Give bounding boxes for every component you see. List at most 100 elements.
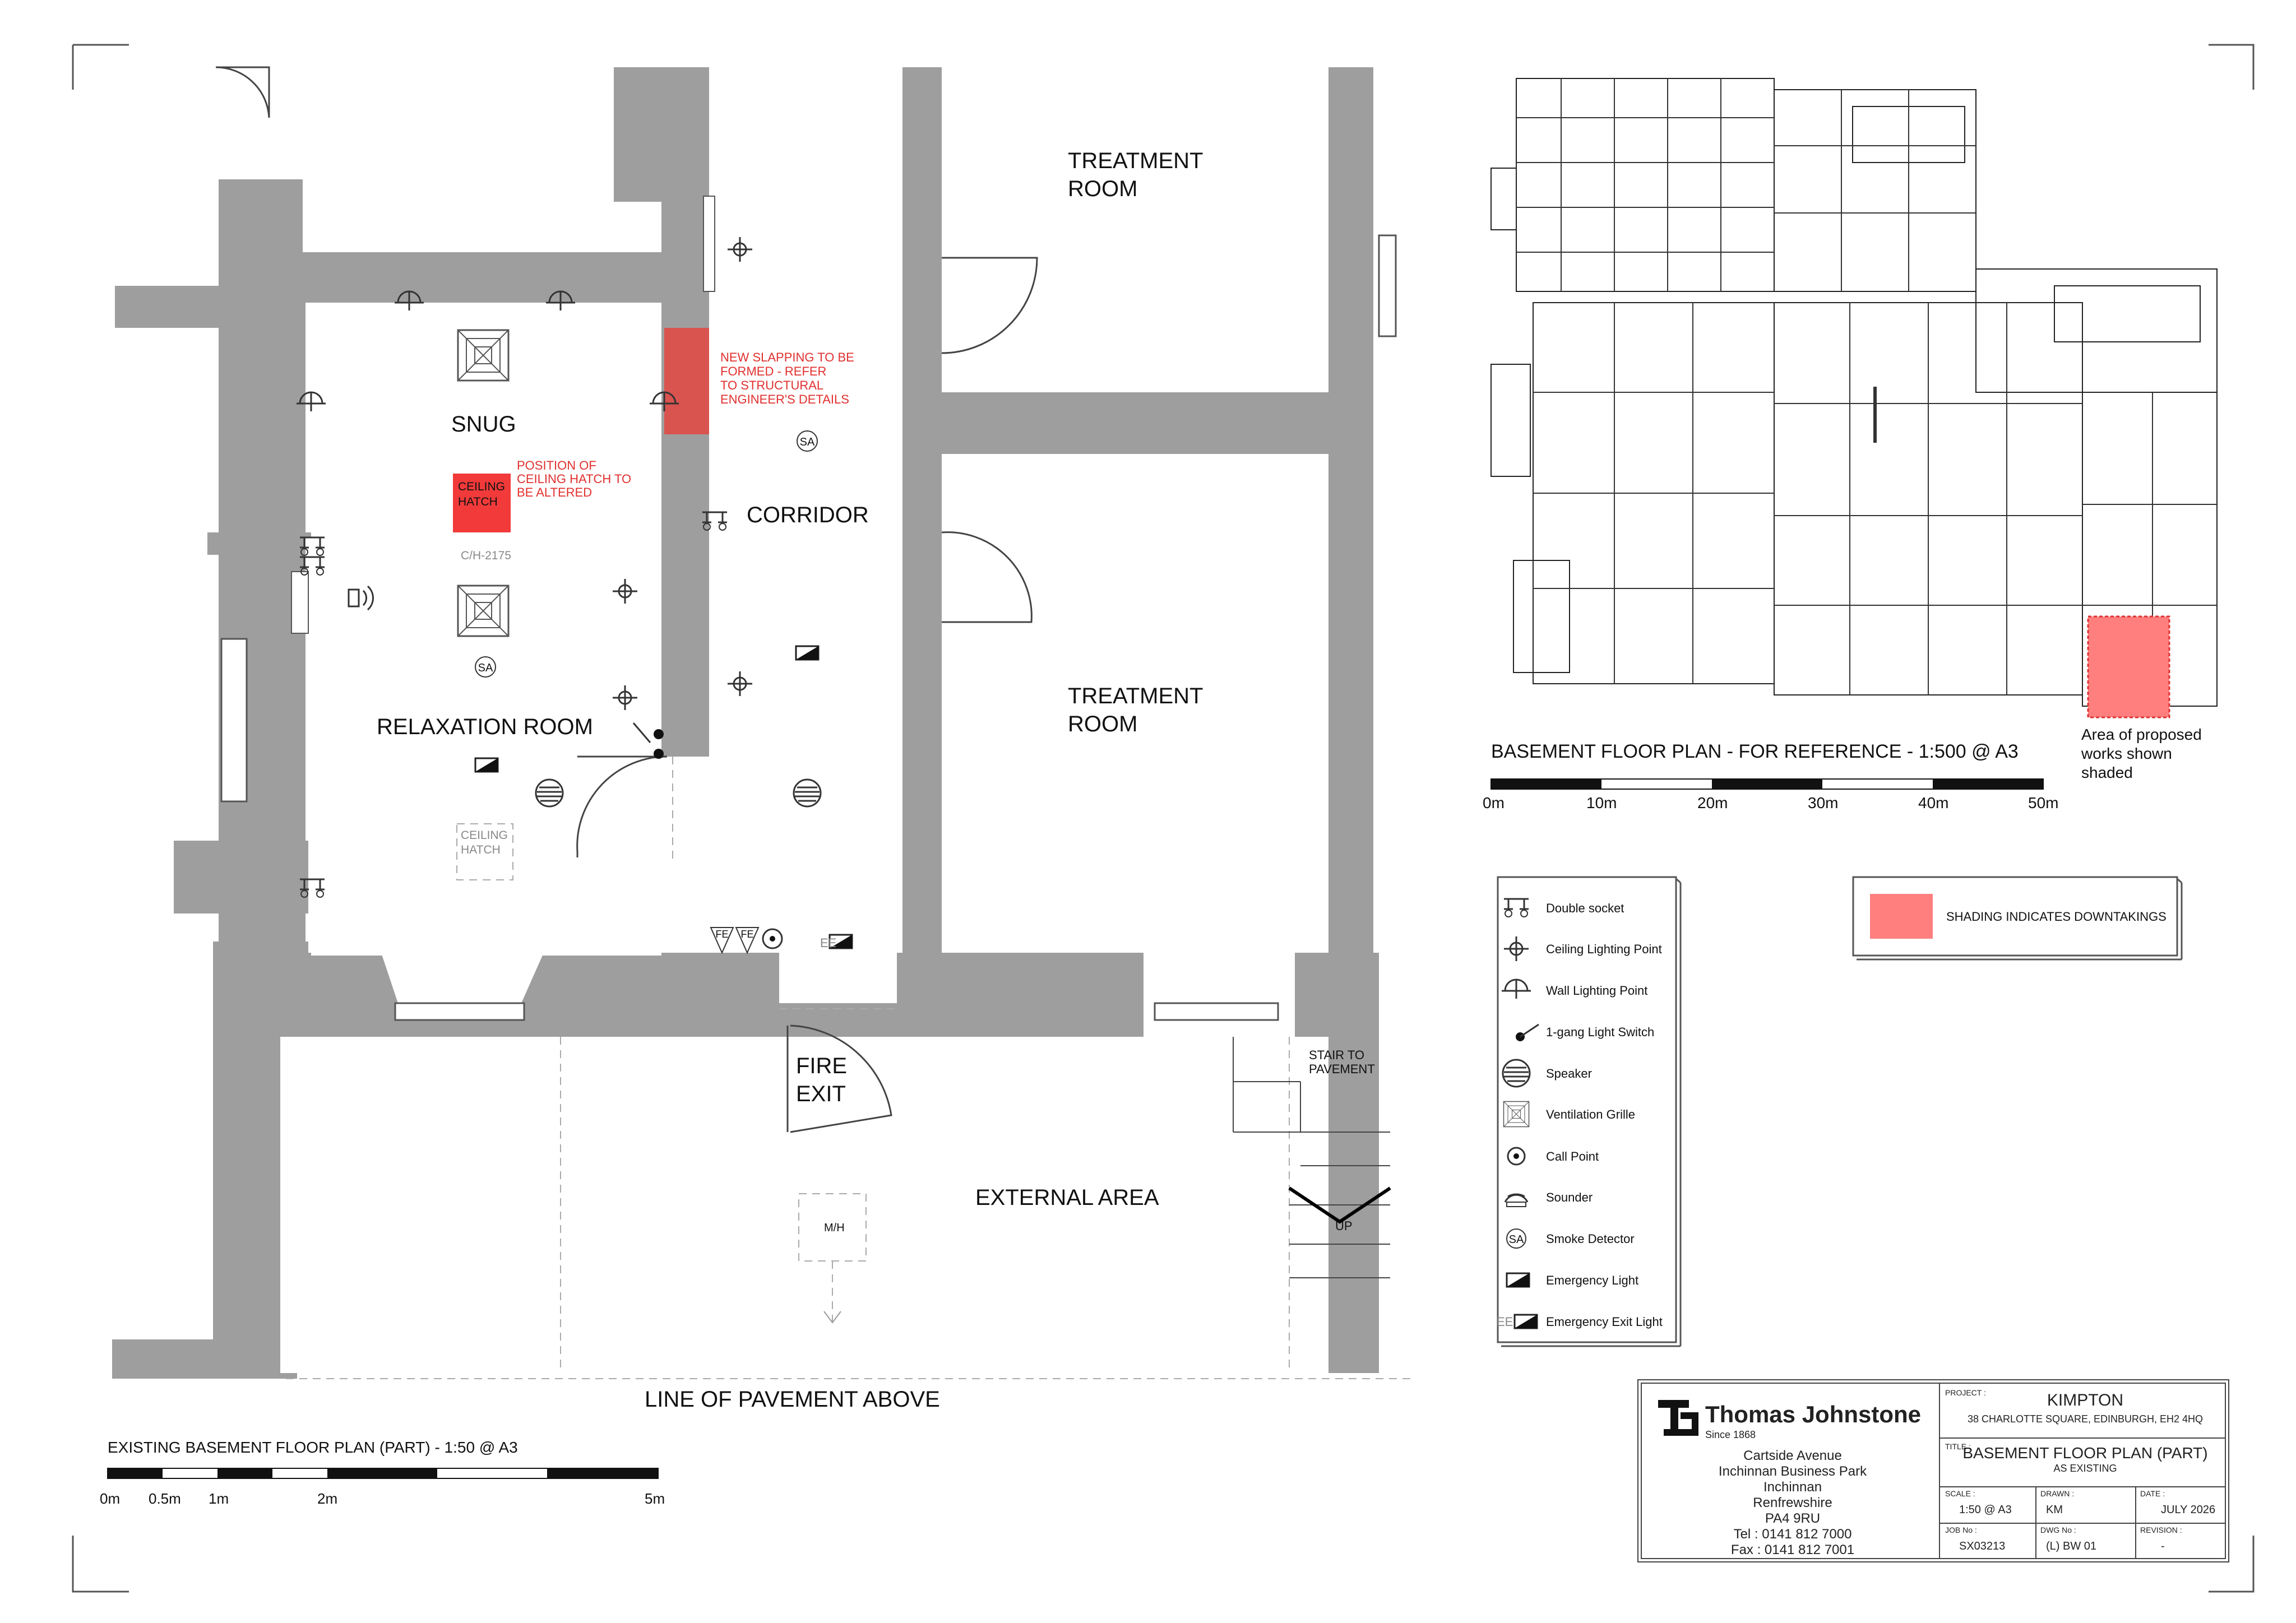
- legend-label-3: 1-gang Light Switch: [1546, 1025, 1654, 1039]
- legend-ee-prefix: EE: [1497, 1315, 1513, 1329]
- stair-up: UP: [1335, 1219, 1353, 1233]
- light-switch-icon: [632, 722, 664, 759]
- smoke-detector-icon-relax: [475, 656, 496, 678]
- drain-arrow-icon: [823, 1311, 841, 1324]
- downtaking-area: [2087, 615, 2170, 718]
- window-relax: [291, 571, 309, 634]
- slapping-line3: TO STRUCTURAL: [720, 378, 823, 392]
- main-scale-0: 0m: [100, 1490, 120, 1507]
- hatch-red-line1: CEILING: [458, 480, 505, 493]
- main-plan-title: EXISTING BASEMENT FLOOR PLAN (PART) - 1:…: [108, 1439, 518, 1456]
- address-line-4: PA4 9RU: [1765, 1511, 1820, 1526]
- job-value: SX03213: [1959, 1540, 2005, 1552]
- ref-scale-20: 20m: [1697, 794, 1728, 812]
- fe-label-1: FE: [715, 929, 728, 940]
- fire-extinguisher-icon: [710, 927, 760, 954]
- window-east: [1378, 234, 1397, 337]
- light-switch-icon: [1516, 1023, 1539, 1041]
- hatch-grey-line1: CEILING: [461, 829, 508, 842]
- hatch-position-note: POSITION OF CEILING HATCH TO BE ALTERED: [517, 458, 631, 499]
- room-treatment-1-line2: ROOM: [1068, 177, 1137, 201]
- address-line-5: Tel : 0141 812 7000: [1734, 1527, 1852, 1542]
- stair: [1233, 1037, 1391, 1278]
- main-scale-05: 0.5m: [149, 1490, 181, 1507]
- ee-label-plan: EE: [820, 936, 836, 950]
- dwg-value: (L) BW 01: [2046, 1540, 2096, 1552]
- room-snug: SNUG: [451, 412, 516, 437]
- area-note-line3: shaded: [2081, 764, 2133, 781]
- company-logo-icon: [1658, 1400, 1698, 1436]
- shading-key: [1852, 876, 2183, 961]
- stair-line2: PAVEMENT: [1309, 1062, 1375, 1076]
- main-scale-2: 2m: [317, 1490, 337, 1507]
- ref-scale-50: 50m: [2028, 794, 2058, 812]
- window-corridor: [703, 196, 715, 292]
- drawing-title: BASEMENT FLOOR PLAN (PART): [1962, 1444, 2207, 1462]
- bay-windows: [381, 953, 1295, 1021]
- reference-plan-title: BASEMENT FLOOR PLAN - FOR REFERENCE - 1:…: [1491, 741, 2019, 762]
- legend-sa-label: SA: [1509, 1234, 1524, 1246]
- legend-label-8: Smoke Detector: [1546, 1232, 1635, 1246]
- corner-mark-bl: [72, 1536, 129, 1593]
- stair-line1: STAIR TO: [1309, 1048, 1364, 1062]
- date-value: JULY 2026: [2161, 1504, 2215, 1516]
- hatch-grey-line2: HATCH: [461, 843, 501, 856]
- sa-label-corridor: SA: [800, 436, 815, 448]
- legend-label-1: Ceiling Lighting Point: [1546, 942, 1662, 956]
- smoke-detector-icon-corridor: [797, 430, 818, 452]
- fire-exit-line2: EXIT: [796, 1082, 846, 1106]
- shading-key-label: SHADING INDICATES DOWNTAKINGS: [1946, 910, 2167, 924]
- legend-label-2: Wall Lighting Point: [1546, 984, 1647, 998]
- revision-value: -: [2161, 1540, 2165, 1552]
- address-line-2: Inchinnan: [1763, 1480, 1822, 1495]
- hatch-pos-line1: POSITION OF: [517, 458, 596, 472]
- call-point-icon: [1507, 1147, 1526, 1166]
- slapping-note: NEW SLAPPING TO BE FORMED - REFER TO STR…: [720, 350, 854, 406]
- job-label: JOB No :: [1945, 1525, 1977, 1534]
- scale-value: 1:50 @ A3: [1959, 1504, 2012, 1516]
- new-slapping: [664, 328, 709, 434]
- main-plan-walls: [112, 67, 1379, 1379]
- hatch-pos-line3: BE ALTERED: [517, 485, 592, 499]
- address-line-3: Renfrewshire: [1753, 1495, 1832, 1510]
- room-corridor: CORRIDOR: [747, 503, 869, 527]
- sounder-icon: [348, 585, 374, 611]
- sounder-icon: [1504, 1193, 1529, 1207]
- title-label: TITLE :: [1945, 1442, 1971, 1451]
- slapping-line4: ENGINEER'S DETAILS: [720, 392, 849, 406]
- fire-exit-line1: FIRE: [796, 1054, 847, 1078]
- title-block: [1637, 1379, 2229, 1562]
- address-line-0: Cartside Avenue: [1743, 1448, 1842, 1463]
- room-treatment-1-line1: TREATMENT: [1068, 149, 1203, 173]
- project-address: 38 CHARLOTTE SQUARE, EDINBURGH, EH2 4HQ: [1968, 1413, 2203, 1425]
- fe-label-2: FE: [740, 929, 753, 940]
- pavement-line-label: LINE OF PAVEMENT ABOVE: [645, 1387, 940, 1412]
- sa-label-relax: SA: [478, 662, 493, 674]
- corner-mark-tr: [2209, 44, 2255, 90]
- hatch-pos-line2: CEILING HATCH TO: [517, 472, 631, 486]
- revision-label: REVISION :: [2140, 1525, 2182, 1534]
- date-label: DATE :: [2140, 1489, 2165, 1498]
- legend-label-7: Sounder: [1546, 1190, 1593, 1204]
- smoke-detector-icon: [1506, 1228, 1526, 1249]
- project-name: KIMPTON: [2047, 1391, 2123, 1409]
- legend-label-10: Emergency Exit Light: [1546, 1315, 1663, 1329]
- room-treatment-2-line2: ROOM: [1068, 712, 1137, 736]
- ref-scale-10: 10m: [1586, 794, 1617, 812]
- reference-plan-grid: [1516, 78, 2217, 706]
- legend-icons: [1501, 898, 1539, 1329]
- room-treatment-2-line1: TREATMENT: [1068, 684, 1203, 708]
- reference-scale-bar: [1490, 778, 2044, 790]
- legend-label-6: Call Point: [1546, 1149, 1599, 1163]
- drawing-subtitle: AS EXISTING: [2053, 1463, 2117, 1474]
- area-note-line1: Area of proposed: [2081, 726, 2202, 743]
- room-relaxation: RELAXATION ROOM: [377, 715, 593, 739]
- main-scale-5: 5m: [645, 1490, 665, 1507]
- drawn-value: KM: [2046, 1504, 2063, 1516]
- ceiling-hatch-red: [453, 474, 511, 532]
- hatch-red-line2: HATCH: [458, 495, 498, 508]
- scale-label: SCALE :: [1945, 1489, 1975, 1498]
- doors: [215, 66, 1038, 1133]
- room-voids: [280, 67, 1328, 1373]
